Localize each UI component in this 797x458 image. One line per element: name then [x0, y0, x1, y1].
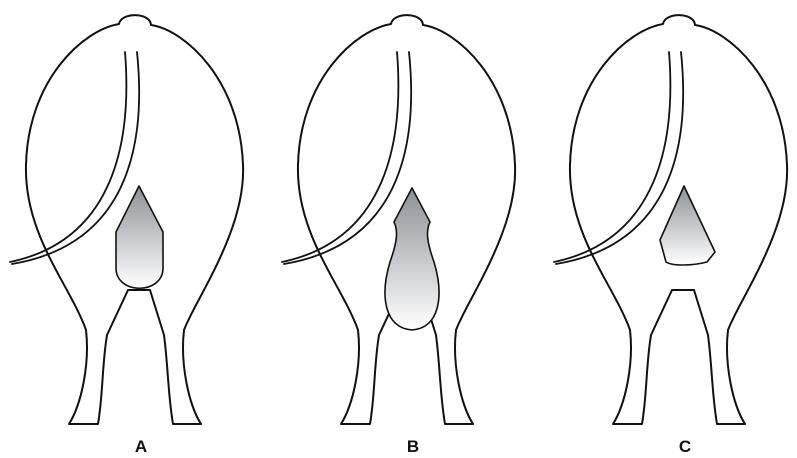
panel-label-c: C	[679, 437, 691, 456]
cow-tail	[282, 52, 398, 262]
cow-rear-view-a: A	[10, 15, 243, 456]
cow-rear-view-c: C	[554, 15, 787, 456]
cow-tail-inner	[284, 52, 411, 264]
panel-label-a: A	[135, 437, 147, 456]
udder-medium	[116, 186, 163, 288]
udder-small	[660, 186, 715, 265]
cow-tail	[10, 52, 126, 262]
udder-pendulous	[385, 188, 439, 330]
cow-tail	[554, 52, 670, 262]
cow-rear-view-b: B	[282, 15, 515, 456]
panel-label-b: B	[407, 437, 419, 456]
